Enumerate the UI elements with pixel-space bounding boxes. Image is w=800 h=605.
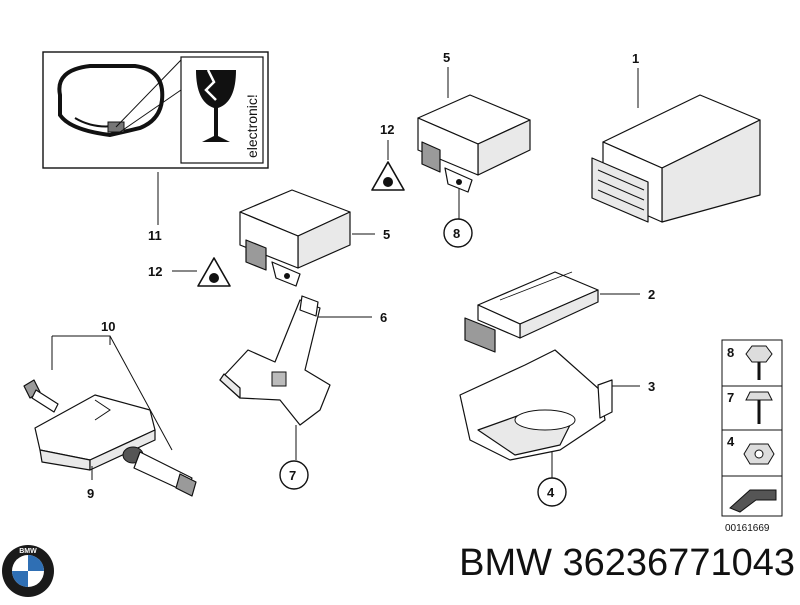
callout-8[interactable]: 8 [453,226,460,241]
callout-5-lower[interactable]: 5 [383,227,390,242]
part-1-control-unit[interactable] [591,94,761,223]
legend-label-7: 7 [727,390,734,405]
callout-2[interactable]: 2 [648,287,655,302]
callout-12-upper[interactable]: 12 [380,122,394,137]
callout-12-lower[interactable]: 12 [148,264,162,279]
part-5-sensor-lower[interactable] [239,189,351,287]
callout-7[interactable]: 7 [289,468,296,483]
hex-bolt-icon [745,345,773,380]
fragile-glass-icon [196,69,236,142]
hex-nut-icon [743,443,775,465]
part-12-triangle-label-upper[interactable] [371,161,405,191]
part-12-triangle-label-lower[interactable] [197,257,231,287]
diagram-code: 00161669 [725,523,770,534]
legend-label-4: 4 [727,434,735,449]
part-2-antenna[interactable] [464,271,599,353]
callout-11[interactable]: 11 [148,228,162,243]
warning-text: electronic! [244,94,260,158]
tire-cross-section-icon [57,64,165,138]
callout-3[interactable]: 3 [648,379,655,394]
callout-10[interactable]: 10 [101,319,115,334]
callout-6[interactable]: 6 [380,310,387,325]
callout-7-circle[interactable] [279,460,309,490]
callout-4-circle[interactable] [537,477,567,507]
bmw-logo-letters: BMW [19,548,37,555]
part-5-sensor-upper[interactable] [417,94,531,193]
part-3-holder[interactable] [459,349,613,461]
part-6-bracket[interactable] [219,295,331,426]
hardware-legend: 8 7 4 [721,339,783,517]
arrow-icon [729,489,777,513]
callout-1[interactable]: 1 [632,51,639,66]
legend-label-8: 8 [727,345,734,360]
callout-9[interactable]: 9 [87,486,94,501]
callout-5-upper[interactable]: 5 [443,50,450,65]
part-10-valve-screw[interactable] [23,379,59,413]
part-10-valve-stem[interactable] [122,446,197,497]
callout-4[interactable]: 4 [547,485,555,500]
callout-8-circle[interactable] [443,218,473,248]
screw-icon [745,391,773,424]
part-9-tpms-sensor[interactable] [34,394,156,471]
bmw-logo: BMW [2,545,54,597]
brand-part-number: BMW 36236771043 [459,542,795,584]
warning-label-box: electronic! [42,51,269,169]
